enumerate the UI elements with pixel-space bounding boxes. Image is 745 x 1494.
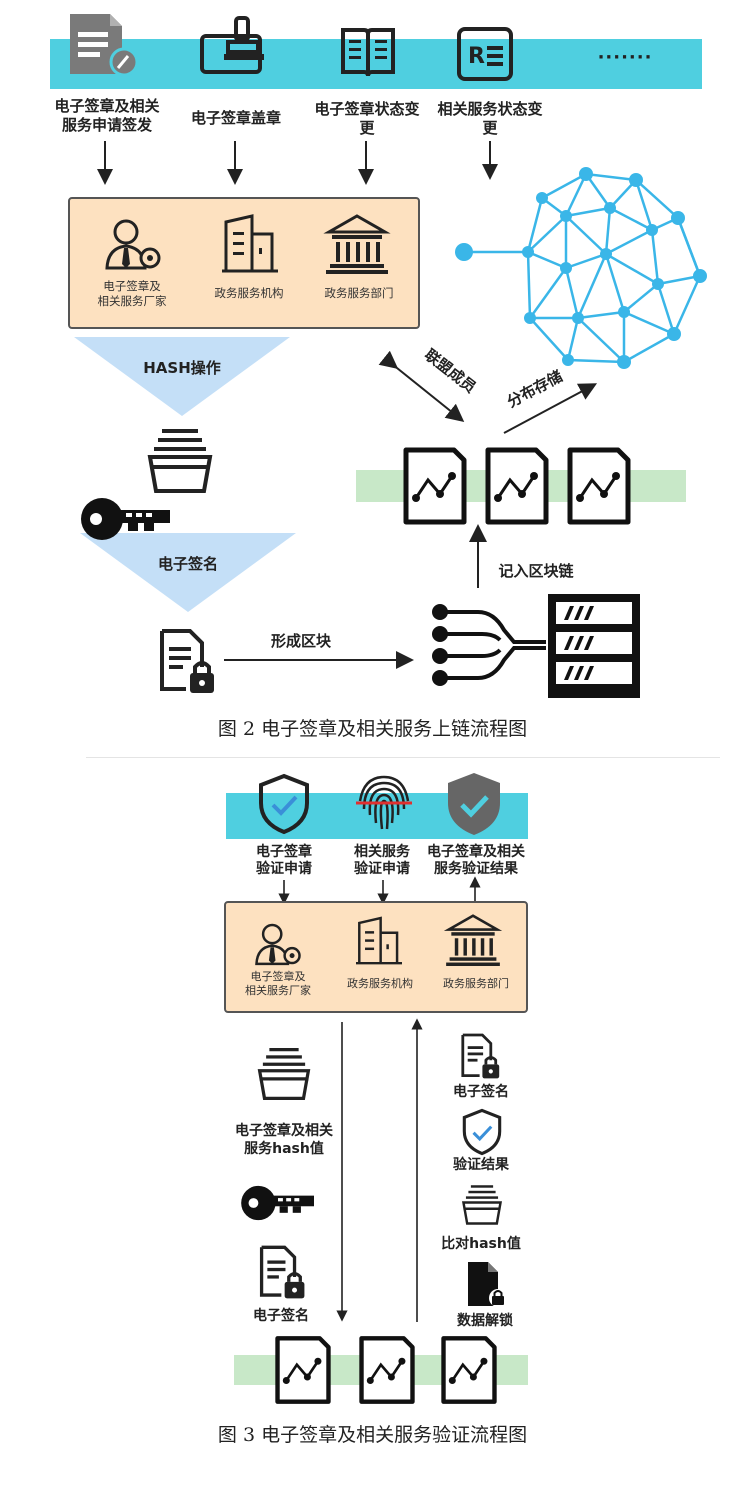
figure2-caption: 图 2 电子签章及相关服务上链流程图 [217, 718, 528, 740]
form-block-arrow [224, 350, 598, 669]
service-verify-request: 相关服务 验证申请 [354, 844, 410, 877]
signed-doc-lock-icon-3 [461, 1033, 500, 1079]
top-arrows [97, 141, 498, 185]
figure3-caption: 图 3 电子签章及相关服务验证流程图 [217, 1424, 528, 1446]
top-band [50, 39, 702, 89]
verify-result-label: 验证结果 [453, 1157, 509, 1173]
block-icon-6 [441, 1336, 497, 1404]
label-service-status: 相关服务状态变 更 [437, 100, 543, 137]
vendor-person-icon [105, 219, 161, 270]
id-card-icon: R [457, 27, 513, 81]
signed-doc-lock-icon [160, 629, 214, 693]
alliance-arrow [378, 350, 465, 423]
server-data-icon [432, 594, 640, 698]
block-icon-1 [403, 447, 467, 525]
government-icon-2 [443, 914, 503, 966]
hash-stack-icon-3 [461, 1185, 503, 1225]
entity-department-label-2: 政务服务部门 [443, 977, 509, 990]
label-stamping: 电子签章盖章 [190, 109, 281, 127]
hash-op-label: HASH操作 [143, 359, 221, 377]
shield-check-icon [259, 773, 309, 835]
building-icon [222, 214, 278, 273]
entity-institution-label: 政务服务机构 [214, 286, 284, 300]
signed-doc-lock-icon-2 [259, 1245, 305, 1299]
entity-department-label: 政务服务部门 [324, 286, 394, 300]
seal-verify-request: 电子签章 验证申请 [256, 844, 312, 877]
shield-check-icon-2 [462, 1108, 502, 1156]
sign-label-right: 电子签名 [453, 1084, 509, 1100]
document-edit-icon [70, 14, 139, 77]
data-unlock-label: 数据解锁 [457, 1313, 513, 1329]
government-icon [323, 214, 391, 274]
sign-label: 电子签名 [157, 555, 218, 573]
verify-result: 电子签章及相关 服务验证结果 [427, 844, 525, 877]
key-icon [81, 498, 170, 540]
separator [86, 757, 720, 758]
entity-vendor-label-2: 电子签章及 相关服务厂家 [245, 970, 311, 997]
form-block-label: 形成区块 [270, 632, 331, 650]
network-icon [455, 167, 707, 369]
record-chain-label: 记入区块链 [498, 562, 574, 580]
block-icon-5 [359, 1336, 415, 1404]
label-apply-issue: 电子签章及相关 服务申请签发 [54, 97, 160, 134]
distributed-arrow [503, 383, 598, 434]
key-icon-2 [241, 1185, 314, 1221]
block-icon-3 [567, 447, 631, 525]
hash-value-label: 电子签章及相关 服务hash值 [235, 1123, 333, 1157]
block-icon-2 [485, 447, 549, 525]
entity-vendor-label: 电子签章及 相关服务厂家 [97, 279, 167, 308]
book-icon [341, 28, 395, 77]
building-icon-2 [356, 916, 402, 965]
shield-solid-check-icon [448, 773, 500, 835]
more-dots: ······· [597, 47, 653, 68]
hash-stack-icon-2 [257, 1048, 311, 1100]
compare-hash-label: 比对hash值 [441, 1236, 521, 1252]
sign-funnel [80, 533, 296, 612]
svg-text:R: R [468, 44, 485, 69]
label-seal-status: 电子签章状态变 更 [314, 100, 420, 137]
hash-funnel [74, 337, 290, 416]
stamp-icon [200, 16, 264, 74]
fingerprint-icon [356, 775, 412, 830]
hash-stack-icon [147, 429, 213, 493]
sign-label-left: 电子签名 [253, 1308, 309, 1324]
entity-institution-label-2: 政务服务机构 [347, 977, 413, 990]
block-icon-4 [275, 1336, 331, 1404]
file-lock-icon [468, 1262, 507, 1307]
vendor-person-icon-2 [255, 923, 301, 966]
funnels [74, 337, 296, 612]
